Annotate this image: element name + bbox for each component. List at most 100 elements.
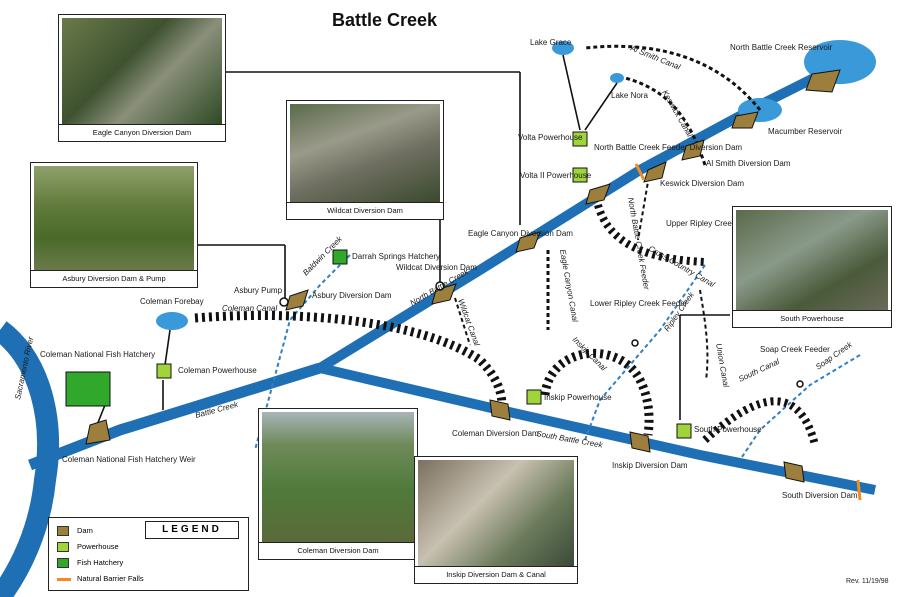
falls-north	[634, 163, 646, 181]
label-coleman-weir: Coleman National Fish Hatchery Weir	[62, 455, 196, 464]
legend: LEGEND Dam Powerhouse Fish Hatchery Natu…	[48, 517, 249, 591]
dam-keswick	[643, 161, 667, 183]
label-union-canal: Union Canal	[714, 343, 731, 388]
photo-south-powerhouse-image	[736, 210, 888, 310]
dam-coleman	[489, 399, 511, 421]
label-south-powerhouse: South Powerhouse	[694, 425, 762, 434]
photo-asbury-image	[34, 166, 194, 270]
label-keswick-canal: Keswick Canal	[660, 89, 694, 139]
label-coleman-canal: Coleman Canal	[222, 304, 277, 313]
legend-swatch-fish-hatchery	[57, 558, 69, 568]
photo-wildcat-caption: Wildcat Diversion Dam	[287, 202, 443, 219]
photo-coleman-caption: Coleman Diversion Dam	[259, 542, 417, 559]
dam-north-battle-creek-reservoir	[805, 69, 841, 93]
coleman-canal	[194, 310, 507, 417]
label-coleman-dam: Coleman Diversion Dam	[452, 429, 539, 438]
sacramento-river	[0, 321, 59, 597]
label-lower-ripley: Lower Ripley Creek Feeder	[590, 299, 688, 308]
cross-country-canal	[594, 203, 706, 266]
label-nbc-reservoir: North Battle Creek Reservoir	[730, 43, 833, 52]
label-asbury-pump: Asbury Pump	[234, 286, 283, 295]
photo-inskip: Inskip Diversion Dam & Canal	[414, 456, 578, 584]
label-volta-ii-powerhouse: Volta II Powerhouse	[520, 171, 592, 180]
battle-creek-main	[28, 362, 322, 471]
photo-asbury: Asbury Diversion Dam & Pump	[30, 162, 198, 288]
label-eagle-canyon-dam: Eagle Canyon Diversion Dam	[468, 229, 573, 238]
union-canal	[699, 289, 709, 381]
label-wildcat-dam: Wildcat Diversion Dam	[396, 263, 477, 272]
photo-asbury-caption: Asbury Diversion Dam & Pump	[31, 270, 197, 287]
photo-wildcat: Wildcat Diversion Dam	[286, 100, 444, 220]
legend-swatch-falls	[57, 577, 71, 581]
label-soap-creek-feeder: Soap Creek Feeder	[760, 345, 830, 354]
soap-creek-line	[739, 354, 861, 461]
label-south-dam: South Diversion Dam	[782, 491, 858, 500]
label-south-canal: South Canal	[737, 357, 781, 384]
photo-inskip-caption: Inskip Diversion Dam & Canal	[415, 566, 577, 583]
lake-grace	[552, 41, 574, 55]
lake-nora	[610, 73, 624, 83]
dam-south	[783, 461, 805, 483]
photo-south-powerhouse-caption: South Powerhouse	[733, 310, 891, 327]
label-inskip-dam: Inskip Diversion Dam	[612, 461, 688, 470]
label-upper-ripley: Upper Ripley Creek Feeder	[666, 219, 764, 228]
ripley-marker	[631, 339, 639, 347]
photo-south-powerhouse: South Powerhouse	[732, 206, 892, 328]
powerhouse-south	[676, 423, 692, 439]
dam-macumber	[731, 111, 759, 129]
dam-nbc-feeder	[585, 183, 611, 205]
photo-coleman-image	[262, 412, 414, 542]
powerhouse-volta-ii	[572, 167, 588, 183]
falls-south	[856, 479, 862, 501]
legend-swatch-dam	[57, 526, 69, 536]
wildcat-canal	[454, 297, 471, 346]
dam-wildcat	[431, 283, 457, 305]
photo-wildcat-image	[290, 104, 440, 202]
legend-label-dam: Dam	[77, 526, 93, 535]
label-lake-nora: Lake Nora	[611, 91, 648, 100]
dam-asbury	[285, 289, 309, 311]
hatchery-darrah	[332, 249, 348, 265]
asbury-pump	[279, 297, 289, 307]
powerhouse-coleman	[156, 363, 172, 379]
label-asbury-dam: Asbury Diversion Dam	[312, 291, 392, 300]
soap-marker	[796, 380, 804, 388]
ripley-creek-line	[584, 264, 706, 441]
photo-eagle-canyon-image	[62, 18, 222, 124]
label-coleman-forebay: Coleman Forebay	[140, 297, 204, 306]
coleman-forebay	[156, 312, 188, 330]
photo-eagle-canyon-caption: Eagle Canyon Diversion Dam	[59, 124, 225, 141]
hatchery-coleman	[65, 371, 111, 407]
legend-item-falls: Natural Barrier Falls	[57, 572, 144, 586]
dam-al-smith	[681, 139, 705, 161]
baldwin-creek	[254, 254, 351, 451]
label-macumber-reservoir: Macumber Reservoir	[768, 127, 843, 136]
label-lake-grace: Lake Grace	[530, 38, 572, 47]
label-al-smith-dam: Al Smith Diversion Dam	[706, 159, 791, 168]
nbc-feeder-canal	[637, 169, 651, 241]
revision-date: Rev. 11/19/98	[846, 578, 889, 585]
photo-coleman: Coleman Diversion Dam	[258, 408, 418, 560]
legend-label-falls: Natural Barrier Falls	[77, 574, 144, 583]
label-al-smith-canal: Al Smith Canal	[628, 43, 682, 72]
inskip-canal	[540, 348, 654, 436]
powerhouse-inskip	[526, 389, 542, 405]
legend-item-powerhouse: Powerhouse	[57, 540, 119, 554]
powerhouse-volta	[572, 131, 588, 147]
legend-item-fish-hatchery: Fish Hatchery	[57, 556, 123, 570]
dam-eagle-canyon	[515, 231, 541, 253]
label-darrah-springs: Darrah Springs Hatchery	[352, 252, 440, 261]
photo-eagle-canyon: Eagle Canyon Diversion Dam	[58, 14, 226, 142]
al-smith-canal	[584, 44, 762, 111]
nora-to-volta	[584, 82, 618, 131]
label-volta-powerhouse: Volta Powerhouse	[518, 133, 583, 142]
map-title: Battle Creek	[332, 10, 438, 30]
label-cross-country-canal: Cross-Country Canal	[647, 244, 716, 289]
legend-label-fish-hatchery: Fish Hatchery	[77, 558, 124, 567]
wildcat-marker	[435, 281, 445, 291]
label-nbc-feeder-dam: North Battle Creek Feeder Diversion Dam	[594, 143, 742, 152]
dam-inskip	[629, 431, 651, 453]
label-coleman-powerhouse: Coleman Powerhouse	[178, 366, 257, 375]
forebay-to-powerhouse	[164, 329, 171, 366]
